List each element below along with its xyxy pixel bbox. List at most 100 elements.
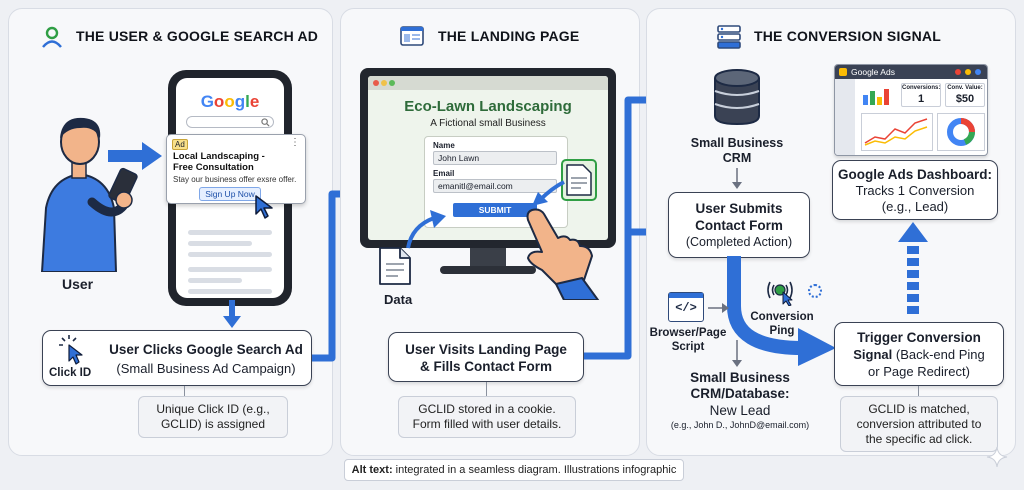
submit-title-line2: Contact Form bbox=[695, 218, 783, 233]
step2-note-line1: GCLID stored in a cookie. bbox=[418, 402, 556, 416]
arrow-form-to-document bbox=[532, 180, 565, 206]
monitor-base bbox=[440, 266, 536, 274]
email-label: Email bbox=[433, 169, 455, 178]
script-label: Browser/Page Script bbox=[646, 326, 730, 354]
step2-title-line2: & Fills Contact Form bbox=[419, 359, 552, 374]
step1-callout-stem bbox=[184, 386, 185, 396]
arrow-phone-to-step1 bbox=[223, 300, 241, 328]
conv-value-tile: Conv. Value: $50 bbox=[945, 83, 985, 107]
conv-value-label: Conv. Value: bbox=[947, 85, 983, 91]
crm-db-value: New Lead bbox=[709, 403, 771, 418]
crm-label-line2: CRM bbox=[722, 151, 752, 165]
arrow-submit-to-trigger bbox=[727, 256, 836, 366]
arrow-flow-to-crm-db bbox=[732, 340, 742, 367]
dashboard-card: Google Ads Dashboard: Tracks 1 Conversio… bbox=[832, 160, 998, 220]
signal-ping-icon bbox=[767, 281, 793, 306]
ad-title[interactable]: Local Landscaping - Free Consultation bbox=[173, 151, 265, 173]
submit-button[interactable]: SUBMIT bbox=[453, 203, 537, 217]
script-label-line1: Browser/Page bbox=[649, 327, 727, 339]
search-ad-card[interactable]: Ad ⋮ Local Landscaping - Free Consultati… bbox=[166, 134, 306, 204]
crm-label-line1: Small Business bbox=[690, 136, 784, 150]
conv-value-value: $50 bbox=[955, 93, 975, 105]
crm-label: Small Business CRM bbox=[682, 136, 792, 166]
arrow-user-to-ad bbox=[108, 142, 162, 170]
dashboard-card-title: Google Ads Dashboard: bbox=[837, 167, 992, 182]
database-icon bbox=[714, 69, 760, 126]
arrow-crm-to-submit bbox=[732, 168, 742, 189]
step1-title: User Clicks Google Search Ad bbox=[109, 342, 303, 357]
step2-callout-stem bbox=[486, 382, 487, 396]
crm-db-result: Small Business CRM/Database: New Lead (e… bbox=[652, 370, 828, 431]
user-label: User bbox=[62, 276, 94, 292]
monitor-stand bbox=[470, 248, 506, 268]
step1-note: Unique Click ID (e.g., GCLID) is assigne… bbox=[138, 396, 288, 438]
google-ads-dashboard: Google Ads Conversions: 1 Conv. Value: $… bbox=[834, 64, 988, 156]
trigger-title-line2-rest: (Back-end Ping bbox=[892, 347, 985, 362]
dashboard-card-line2: Tracks 1 Conversion bbox=[855, 183, 975, 198]
browser-dot-icon bbox=[389, 80, 395, 86]
status-dot-icon bbox=[955, 69, 961, 75]
alt-text-caption: Alt text: integrated in a seamless diagr… bbox=[344, 459, 684, 481]
name-field[interactable]: John Lawn bbox=[433, 151, 557, 165]
step2-title-line1: User Visits Landing Page bbox=[405, 342, 567, 357]
conversions-value: 1 bbox=[917, 93, 925, 105]
search-icon bbox=[261, 118, 270, 127]
trigger-card: Trigger Conversion Signal (Back-end Ping… bbox=[834, 322, 1004, 386]
data-label: Data bbox=[384, 292, 413, 307]
arrow-script-to-flow bbox=[708, 303, 729, 313]
data-document-icon bbox=[379, 247, 411, 285]
step1-note-line2: GCLID) is assigned bbox=[160, 417, 266, 431]
step1-card: Click ID User Clicks Google Search Ad (S… bbox=[42, 330, 312, 386]
server-icon bbox=[717, 25, 741, 49]
browser-dot-icon bbox=[381, 80, 387, 86]
panel-title-user: THE USER & GOOGLE SEARCH AD bbox=[76, 28, 319, 44]
code-window-icon: </> bbox=[668, 292, 704, 322]
ad-badge: Ad bbox=[172, 139, 188, 150]
crm-db-title-line2: CRM/Database: bbox=[690, 386, 790, 401]
ping-label-line1: Conversion bbox=[750, 311, 814, 323]
trigger-title-line2-bold: Signal bbox=[853, 347, 893, 362]
status-dot-icon bbox=[975, 69, 981, 75]
status-dot-icon bbox=[965, 69, 971, 75]
app-name: Google Ads bbox=[851, 67, 895, 77]
conversions-tile: Conversions: 1 bbox=[901, 83, 941, 107]
mini-bar-chart bbox=[863, 89, 889, 105]
loading-spinner-icon bbox=[808, 284, 822, 298]
trigger-note-line1: GCLID is matched, bbox=[868, 402, 970, 416]
trigger-note: GCLID is matched, conversion attributed … bbox=[840, 396, 998, 452]
dashboard-topbar: Google Ads bbox=[835, 65, 987, 79]
trigger-note-line2: conversion attributed to bbox=[856, 417, 982, 431]
person-icon bbox=[40, 26, 64, 53]
hand-pointer-illustration bbox=[526, 208, 600, 300]
browser-dot-icon bbox=[373, 80, 379, 86]
form-document-icon bbox=[561, 159, 597, 201]
submit-card: User Submits Contact Form (Completed Act… bbox=[668, 192, 810, 258]
mini-line-chart bbox=[861, 113, 933, 151]
phone-search-input[interactable] bbox=[186, 116, 274, 128]
google-logo: Google bbox=[200, 92, 260, 111]
ad-description: Stay our business offer exsre offer. bbox=[173, 175, 297, 184]
trigger-callout-stem bbox=[918, 386, 919, 396]
step2-card: User Visits Landing Page & Fills Contact… bbox=[388, 332, 584, 382]
click-id-label: Click ID bbox=[49, 367, 92, 379]
dashboard-card-line3: (e.g., Lead) bbox=[881, 199, 949, 214]
result-placeholders bbox=[188, 230, 272, 298]
dashboard-sidebar bbox=[835, 79, 855, 155]
step2-note: GCLID stored in a cookie. Form filled wi… bbox=[398, 396, 576, 438]
alt-text-label: Alt text: bbox=[351, 464, 393, 476]
site-subtitle: A Fictional small Business bbox=[430, 118, 546, 129]
ad-menu-icon[interactable]: ⋮ bbox=[290, 137, 300, 148]
sparkle-icon bbox=[986, 446, 1008, 468]
user-illustration bbox=[40, 117, 138, 272]
ad-signup-button[interactable]: Sign Up Now bbox=[199, 187, 261, 201]
cursor-icon bbox=[255, 195, 273, 219]
trigger-title-line1: Trigger Conversion bbox=[857, 330, 981, 345]
crm-db-title-line1: Small Business bbox=[690, 370, 790, 385]
trigger-note-line3: the specific ad click. bbox=[865, 432, 973, 446]
browser-bar bbox=[368, 76, 608, 90]
conversions-label: Conversions: bbox=[902, 85, 941, 91]
step2-note-line2: Form filled with user details. bbox=[412, 417, 562, 431]
crm-db-example: (e.g., John D., JohnD@email.com) bbox=[670, 420, 810, 430]
mini-donut-chart bbox=[937, 113, 985, 151]
code-glyph: </> bbox=[675, 301, 697, 315]
